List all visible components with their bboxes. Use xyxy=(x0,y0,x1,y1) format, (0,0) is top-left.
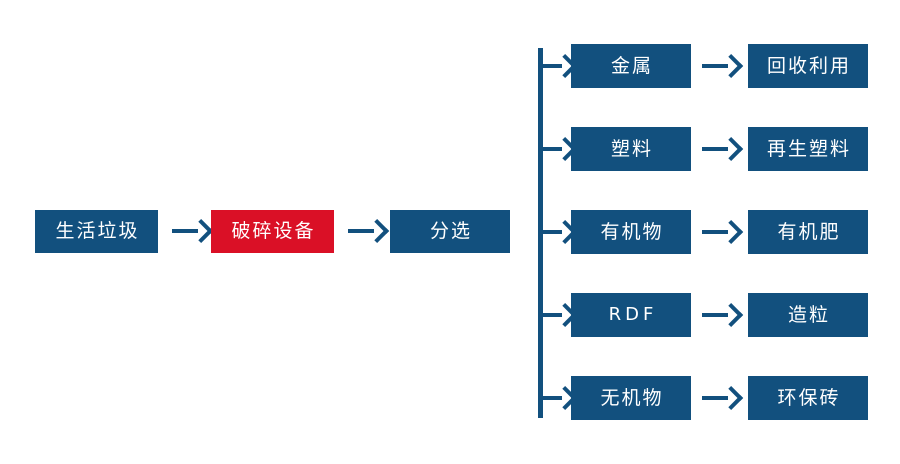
arrow-shaft xyxy=(702,147,728,151)
arrow-shaft xyxy=(702,230,728,234)
node-branch-product-0[interactable]: 回收利用 xyxy=(748,44,868,88)
node-branch-material-0[interactable]: 金属 xyxy=(571,44,691,88)
arrow-shaft xyxy=(702,313,728,317)
arrow-shaft xyxy=(540,313,562,317)
arrow-shaft xyxy=(540,230,562,234)
arrow-shaft xyxy=(172,229,198,233)
arrow-shaft xyxy=(702,64,728,68)
arrow-head xyxy=(719,136,744,162)
arrow-shaft xyxy=(702,396,728,400)
node-main-0[interactable]: 生活垃圾 xyxy=(35,210,158,253)
arrow-right-icon-branch-4 xyxy=(540,385,578,411)
arrow-head xyxy=(719,53,744,79)
arrow-right-icon-main-1 xyxy=(348,218,390,244)
arrow-right-icon-branch-2 xyxy=(540,219,578,245)
node-branch-product-3[interactable]: 造粒 xyxy=(748,293,868,337)
arrow-shaft xyxy=(540,64,562,68)
arrow-right-icon-product-3 xyxy=(702,302,744,328)
arrow-right-icon-branch-0 xyxy=(540,53,578,79)
arrow-right-icon-product-0 xyxy=(702,53,744,79)
arrow-shaft xyxy=(540,147,562,151)
node-branch-product-4[interactable]: 环保砖 xyxy=(748,376,868,420)
node-branch-material-2[interactable]: 有机物 xyxy=(571,210,691,254)
arrow-right-icon-branch-1 xyxy=(540,136,578,162)
arrow-right-icon-main-0 xyxy=(172,218,214,244)
node-branch-material-3[interactable]: RDF xyxy=(571,293,691,337)
arrow-right-icon-branch-3 xyxy=(540,302,578,328)
arrow-right-icon-product-1 xyxy=(702,136,744,162)
arrow-head xyxy=(365,218,390,244)
node-branch-product-2[interactable]: 有机肥 xyxy=(748,210,868,254)
arrow-head xyxy=(719,302,744,328)
arrow-head xyxy=(719,219,744,245)
node-branch-material-1[interactable]: 塑料 xyxy=(571,127,691,171)
arrow-head xyxy=(719,385,744,411)
arrow-shaft xyxy=(540,396,562,400)
node-branch-product-1[interactable]: 再生塑料 xyxy=(748,127,868,171)
node-main-2[interactable]: 分选 xyxy=(390,210,510,253)
arrow-right-icon-product-4 xyxy=(702,385,744,411)
arrow-right-icon-product-2 xyxy=(702,219,744,245)
arrow-shaft xyxy=(348,229,374,233)
node-main-1[interactable]: 破碎设备 xyxy=(211,210,334,253)
arrow-head xyxy=(189,218,214,244)
node-branch-material-4[interactable]: 无机物 xyxy=(571,376,691,420)
